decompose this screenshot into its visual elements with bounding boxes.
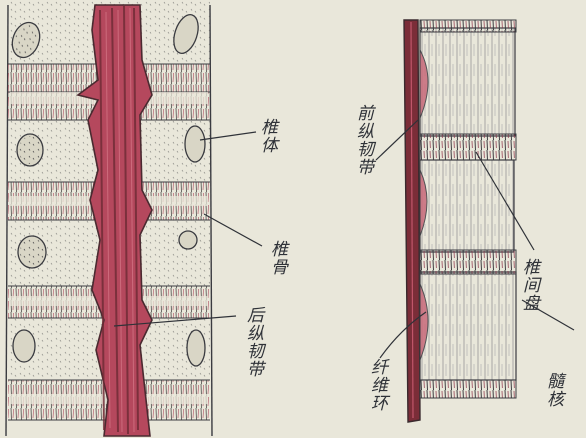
leader-posterior-ligament [113,315,237,327]
label-nucleus-pulposus: 髓核 [543,372,563,408]
leader-intervertebral-disc [475,151,535,251]
posterior-longitudinal-ligament [76,4,153,437]
leader-vertebral-body [199,131,257,141]
label-posterior-longitudinal-ligament: 后纵韧带 [243,306,263,378]
right-spine-view [375,19,575,423]
right-discs [419,19,517,399]
leader-vertebra [203,213,263,247]
label-intervertebral-disc: 椎间盘 [519,258,539,312]
label-fibrous-ring: 纤维环 [367,358,387,412]
label-vertebral-body: 椎体 [257,118,277,154]
left-spine-view [5,0,263,437]
label-vertebra: 椎骨 [267,240,287,276]
leader-nucleus [521,299,575,331]
label-anterior-longitudinal-ligament: 前纵韧带 [353,104,373,176]
leader-anterior-ligament [375,119,419,161]
leader-fibrous-ring [379,311,427,359]
